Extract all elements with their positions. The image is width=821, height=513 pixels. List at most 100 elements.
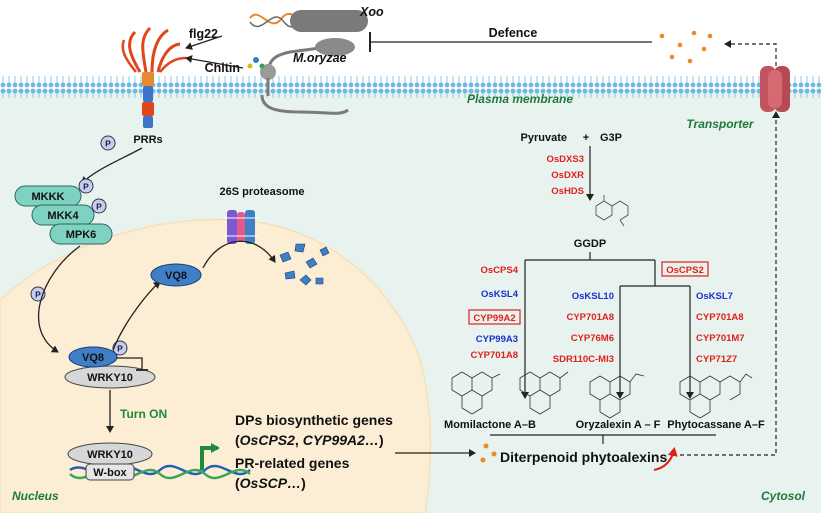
proteasome-icon bbox=[223, 210, 258, 244]
cyp99a2-box bbox=[468, 309, 521, 325]
chitin-arrow bbox=[185, 55, 244, 69]
defence-label: Defence bbox=[489, 26, 538, 40]
pyruvate-label: Pyruvate bbox=[521, 132, 567, 144]
vq8-nucleus bbox=[68, 346, 118, 368]
momilactone-label: Momilactone A–B bbox=[444, 419, 536, 431]
xoo-bacterium bbox=[249, 10, 368, 32]
oryzalexin-structure bbox=[589, 373, 645, 419]
cyp701a8-phytocassane-label: CYP701A8 bbox=[696, 312, 744, 323]
pr-open: ( bbox=[235, 475, 240, 491]
vq8-nucleus-label: VQ8 bbox=[82, 352, 104, 364]
chitin-label: Chitin bbox=[205, 61, 240, 75]
wbox bbox=[85, 463, 135, 481]
plasma-membrane-label: Plasma membrane bbox=[467, 92, 573, 106]
dps-open: ( bbox=[235, 432, 240, 448]
transporter-label: Transporter bbox=[686, 117, 754, 131]
mkk4-label: MKK4 bbox=[47, 210, 79, 222]
vq8-cytosol-label: VQ8 bbox=[165, 270, 187, 282]
oscps4-label: OsCPS4 bbox=[481, 265, 519, 276]
oscps2-label: OsCPS2 bbox=[666, 265, 704, 276]
extracellular-region bbox=[0, 0, 821, 90]
degraded-fragments bbox=[279, 243, 330, 286]
degradation-arrow bbox=[202, 240, 276, 269]
cyp701a8-oryzalexin-label: CYP701A8 bbox=[566, 312, 614, 323]
mpk6-label: MPK6 bbox=[66, 229, 97, 241]
transport-arrow bbox=[680, 111, 780, 456]
dps-sep: , bbox=[295, 432, 303, 448]
gene-cyp99a2: CYP99A2… bbox=[303, 432, 379, 448]
wrky10-bound-label: WRKY10 bbox=[87, 449, 133, 461]
cyp701a8-momilactone-label: CYP701A8 bbox=[470, 350, 518, 361]
momilactone-structure bbox=[451, 371, 569, 415]
phospho-mkkk bbox=[78, 178, 94, 194]
phytocassane-label: Phytocassane A–F bbox=[667, 419, 765, 431]
cytosol-label: Cytosol bbox=[761, 489, 806, 503]
flg22-label: flg22 bbox=[189, 27, 218, 41]
osksl10-label: OsKSL10 bbox=[572, 291, 614, 302]
mpk6-box bbox=[49, 223, 113, 245]
osdxr-label: OsDXR bbox=[551, 170, 584, 181]
phospho-vq8 bbox=[112, 340, 128, 356]
nucleus-label: Nucleus bbox=[12, 489, 59, 503]
turn-on-label: Turn ON bbox=[120, 407, 167, 421]
transporter-protein bbox=[760, 66, 790, 112]
phytoalexin-dots bbox=[480, 443, 497, 463]
gene-oscps2: OsCPS2 bbox=[240, 432, 295, 448]
vq8-inhibits-wrky10 bbox=[117, 357, 143, 370]
chitin-particles bbox=[247, 57, 265, 69]
osksl4-label: OsKSL4 bbox=[481, 289, 519, 300]
moryzae-fungus bbox=[260, 38, 355, 115]
oshds-label: OsHDS bbox=[551, 186, 584, 197]
phospho-mkk4-label: P bbox=[96, 202, 102, 212]
pr-genes-title: PR-related genes bbox=[235, 455, 350, 471]
xoo-label: Xoo bbox=[359, 5, 384, 19]
ggdp-label: GGDP bbox=[574, 238, 606, 250]
dps-genes-list: (OsCPS2, CYP99A2…) bbox=[235, 432, 384, 448]
cyp76m6-label: CYP76M6 bbox=[571, 333, 614, 344]
phospho-mkkk-label: P bbox=[83, 182, 89, 192]
wbox-label: W-box bbox=[93, 467, 127, 479]
gene-osscp: OsSCP… bbox=[240, 475, 301, 491]
wrky10-complex bbox=[64, 365, 156, 389]
phospho-mkk4 bbox=[91, 198, 107, 214]
vq8-cytosol bbox=[150, 263, 202, 287]
phytocassane-structure bbox=[679, 373, 753, 419]
dps-genes-title: DPs biosynthetic genes bbox=[235, 412, 393, 428]
phospho-prr-label: P bbox=[105, 139, 111, 149]
phytoalexins-label: Diterpenoid phytoalexins bbox=[500, 449, 667, 465]
export-arrow bbox=[724, 40, 777, 66]
prrs-label: PRRs bbox=[133, 134, 162, 146]
plasma-membrane bbox=[0, 76, 821, 98]
cyp71z7-label: CYP71Z7 bbox=[696, 354, 737, 365]
mkkk-label: MKKK bbox=[32, 191, 65, 203]
dps-close: ) bbox=[379, 432, 384, 448]
upregulation-arrow bbox=[653, 447, 678, 471]
g3p-label: G3P bbox=[600, 132, 622, 144]
phospho-vq8-label: P bbox=[117, 344, 123, 354]
proteasome-label: 26S proteasome bbox=[220, 186, 305, 198]
moryzae-label: M.oryzae bbox=[293, 51, 347, 65]
cyp701m7-label: CYP701M7 bbox=[696, 333, 745, 344]
sdr110c-label: SDR110C-MI3 bbox=[553, 354, 614, 365]
secreted-phytoalexins bbox=[659, 30, 713, 64]
phospho-free-label: P bbox=[35, 290, 41, 300]
plus-label: + bbox=[583, 132, 589, 144]
pr-genes-list: (OsSCP…) bbox=[235, 475, 306, 491]
promoter-arrow bbox=[200, 443, 220, 470]
oscps2-box bbox=[661, 261, 709, 277]
vq8-export-arrow bbox=[112, 281, 161, 351]
ggdp-structure bbox=[595, 195, 629, 227]
pr-close: ) bbox=[301, 475, 306, 491]
wrky10-complex-label: WRKY10 bbox=[87, 372, 133, 384]
mpk6-to-vq8-arrow bbox=[37, 245, 81, 353]
oryzalexin-label: Oryzalexin A – F bbox=[576, 419, 661, 431]
osksl7-label: OsKSL7 bbox=[696, 291, 733, 302]
osdxs3-label: OsDXS3 bbox=[547, 154, 585, 165]
flg22-arrow bbox=[185, 35, 223, 50]
phospho-prr bbox=[100, 135, 116, 151]
prr-receptor bbox=[121, 26, 187, 128]
cyp99a2-label: CYP99A2 bbox=[473, 313, 515, 324]
cyp99a3-label: CYP99A3 bbox=[476, 334, 518, 345]
